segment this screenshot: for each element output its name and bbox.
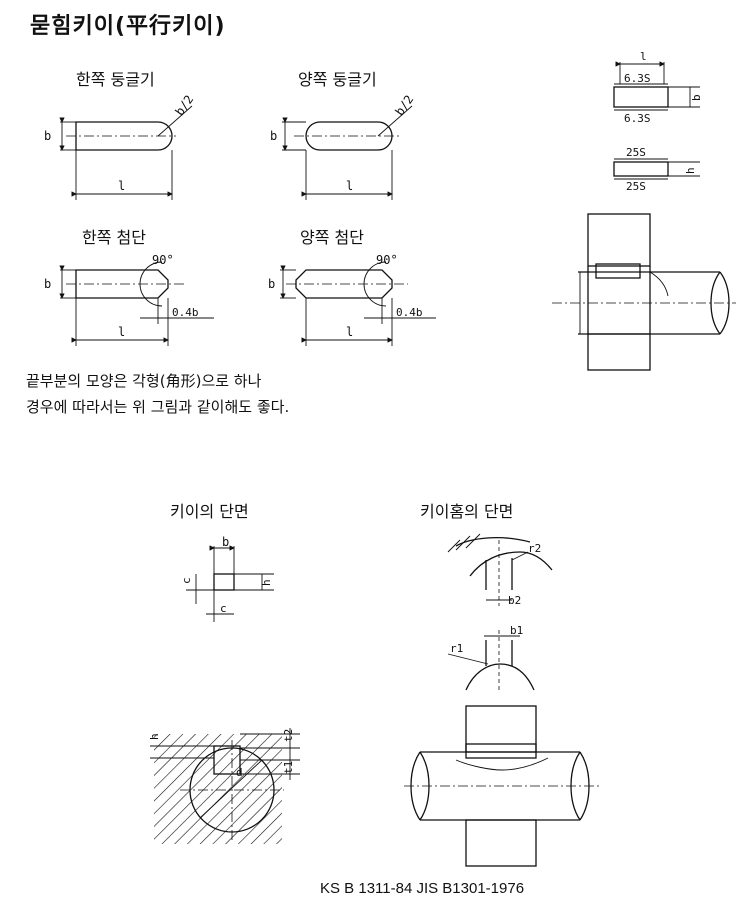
key-roughness-box-2: 25S 25S h	[613, 146, 700, 193]
shaft-hub-circle-section: d h t2 t1	[148, 728, 300, 844]
label-c-horizontal: c	[220, 602, 227, 615]
label-roughness-6-3-top: 6.3S	[624, 72, 651, 85]
label-b-3: b	[44, 277, 51, 291]
key-both-sides-round: b b/2 l	[270, 92, 416, 200]
label-l: l	[118, 179, 125, 193]
note-line-2: 경우에 따라서는 위 그림과 같이해도 좋다.	[26, 398, 290, 416]
key-one-side-round: b b/2 l	[44, 92, 196, 200]
label-l-4: l	[346, 325, 353, 339]
page-title: 묻힘키이(平行키이)	[30, 14, 226, 39]
label-b-half: b/2	[172, 92, 196, 118]
label-r1: r1	[450, 642, 463, 655]
label-angle-2: 90°	[376, 253, 398, 267]
label-roughness-6-3-bottom: 6.3S	[624, 112, 651, 125]
note-line-1: 끝부분의 모양은 각형(角形)으로 하나	[26, 372, 262, 390]
label-b-5: b	[690, 94, 703, 101]
label-roughness-25-bottom: 25S	[626, 180, 646, 193]
caption-both-sides-chamfer: 양쪽 첨단	[300, 228, 364, 247]
label-l-5: l	[640, 50, 647, 63]
shaft-hub-assembly-top	[552, 213, 736, 371]
label-l-3: l	[118, 325, 125, 339]
label-b-4: b	[268, 277, 275, 291]
label-h-3: h	[148, 733, 161, 740]
key-roughness-box-1: l 6.3S 6.3S b	[613, 50, 703, 125]
label-chamfer-2: 0.4b	[396, 306, 423, 319]
label-c-vertical: c	[180, 577, 193, 584]
label-t1: t1	[282, 761, 295, 774]
label-r2: r2	[528, 542, 541, 555]
label-l-2: l	[346, 179, 353, 193]
label-d: d	[236, 766, 243, 779]
label-b-6: b	[222, 535, 229, 549]
label-b1: b1	[510, 624, 523, 637]
caption-key-section: 키이의 단면	[170, 502, 249, 521]
label-roughness-25-top: 25S	[626, 146, 646, 159]
caption-keyway-section: 키이홈의 단면	[420, 502, 514, 521]
key-cross-section: b h c c	[180, 535, 274, 622]
label-b-half-2: b/2	[392, 92, 416, 118]
standard-reference: KS B 1311-84 JIS B1301-1976	[320, 880, 525, 897]
label-angle: 90°	[152, 253, 174, 267]
key-both-sides-chamfer: 90° b 0.4b l	[268, 253, 436, 346]
caption-both-sides-round: 양쪽 둥글기	[298, 70, 377, 89]
label-h: h	[684, 167, 697, 174]
label-h-2: h	[260, 579, 273, 586]
keyway-section-shaft: b1 r1	[447, 624, 535, 691]
label-b: b	[44, 129, 51, 143]
label-t2: t2	[282, 729, 295, 742]
label-chamfer: 0.4b	[172, 306, 199, 319]
label-b-2: b	[270, 129, 277, 143]
caption-one-side-chamfer: 한쪽 첨단	[82, 228, 146, 247]
keyway-section-hub: b2 r2	[447, 533, 553, 607]
shaft-hub-assembly-bottom	[404, 705, 600, 867]
caption-one-side-round: 한쪽 둥글기	[76, 70, 155, 89]
key-one-side-chamfer: 90° b 0.4b l	[44, 253, 214, 346]
label-b2: b2	[508, 594, 521, 607]
